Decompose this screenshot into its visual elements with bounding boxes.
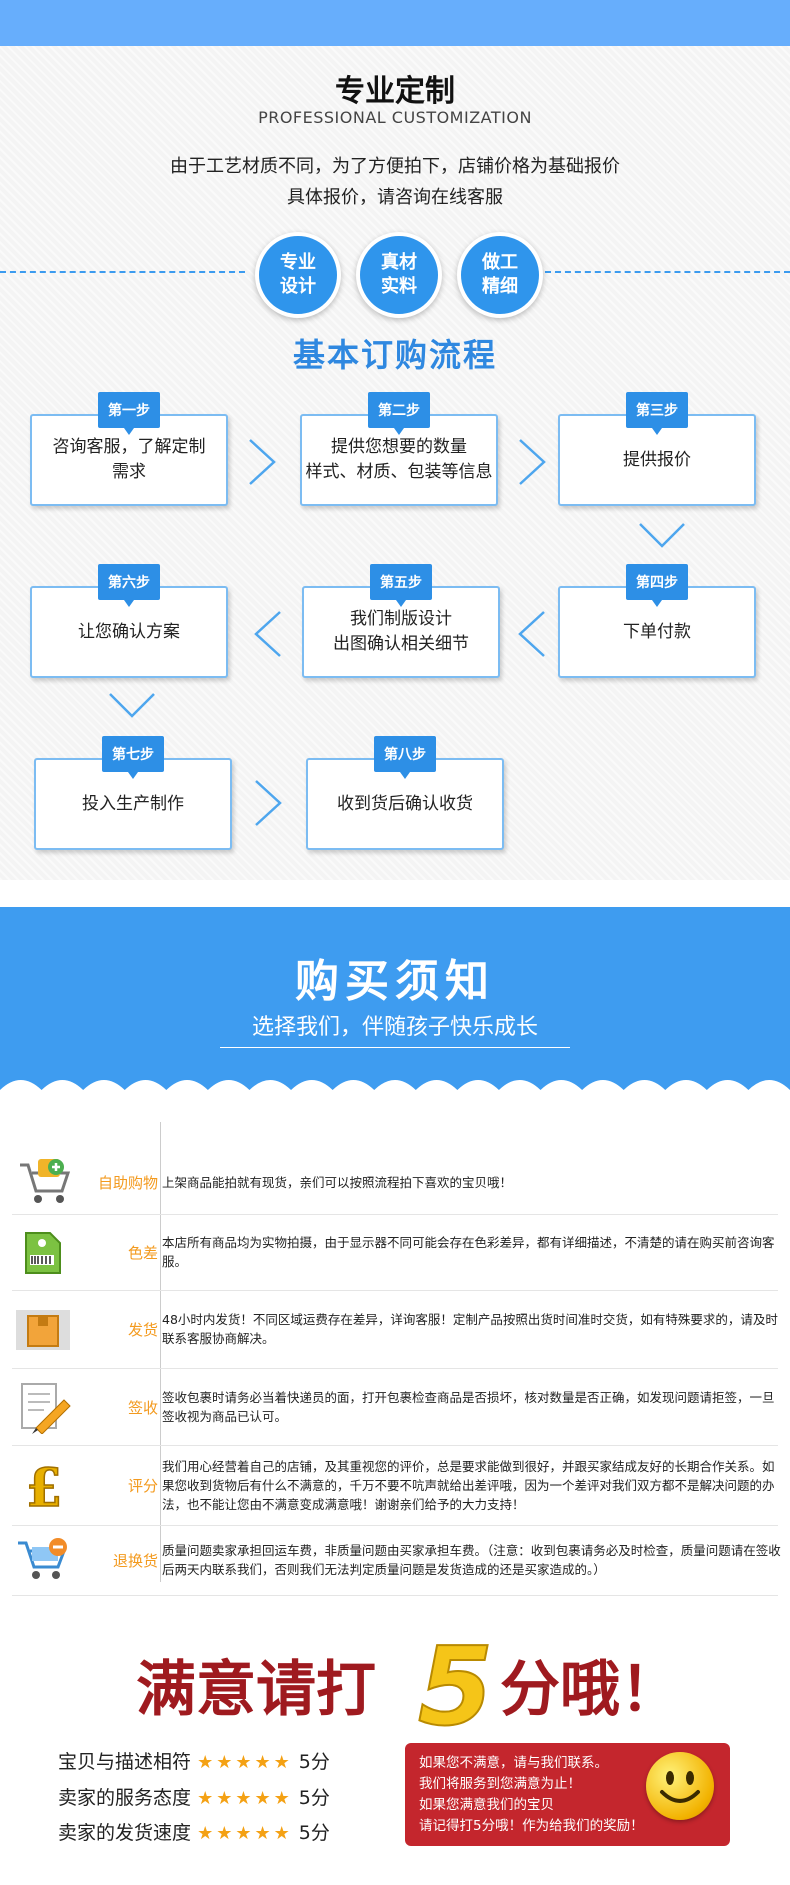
rating-row: 卖家的发货速度 ★★★★★ 5分 [58,1818,330,1845]
step-4-badge: 第四步 [626,564,688,607]
document-pencil-icon [12,1380,74,1435]
notice-title: 购买须知 [295,956,495,1007]
rating-score: 5分 [298,1787,330,1809]
star-icon: ★★★★★ [197,1788,293,1809]
contact-note-line: 如果您不满意，请与我们联系。 [419,1755,608,1771]
notice-label: 退换货 [112,1552,158,1570]
feature-genuine-materials: 真材 实料 [356,232,442,318]
package-box-icon [12,1302,74,1356]
notice-text: 本店所有商品均为实物拍摄，由于显示器不同可能会存在色彩差异，都有详细描述，不清楚… [162,1235,775,1269]
step-7-badge: 第七步 [102,736,164,779]
notice-label: 自助购物 [97,1174,158,1192]
contact-note-line: 请记得打5分哦！作为给我们的奖励！ [419,1818,644,1834]
notice-text: 上架商品能拍就有现货，亲们可以按照流程拍下喜欢的宝贝哦！ [162,1175,513,1190]
rating-score: 5分 [298,1751,330,1773]
page-subtitle: PROFESSIONAL CUSTOMIZATION [258,108,532,127]
rating-headline: 满意请打 5 分哦！ [136,1630,680,1740]
arrow-right-icon [255,780,282,826]
top-bar [0,0,790,46]
rating-label: 宝贝与描述相符 [58,1751,192,1773]
step-8-badge: 第八步 [374,736,436,779]
divider-left [0,271,245,273]
smiley-face-icon [646,1752,714,1820]
notice-banner [0,907,790,1097]
step-1-box: 咨询客服，了解定制 需求 [30,414,228,506]
intro-line-2: 具体报价，请咨询在线客服 [287,187,503,208]
intro-line-1: 由于工艺材质不同，为了方便拍下，店铺价格为基础报价 [170,156,620,177]
feature-fine-workmanship: 做工 精细 [457,232,543,318]
notice-row: 退换货质量问题卖家承担回运车费，非质量问题由买家承担车费。（注意：收到包裹请务必… [12,1525,781,1596]
row-divider-vertical [160,1122,161,1582]
price-tag-icon [12,1225,74,1279]
shopping-cart-remove-icon [12,1533,74,1587]
pound-sign-icon: £ [12,1457,74,1520]
contact-note-line: 如果您满意我们的宝贝 [419,1797,554,1813]
notice-text: 质量问题卖家承担回运车费，非质量问题由买家承担车费。（注意：收到包裹请务必及时检… [162,1543,781,1577]
notice-row: 自助购物上架商品能拍就有现货，亲们可以按照流程拍下喜欢的宝贝哦！ [12,1150,778,1215]
rating-label: 卖家的发货速度 [58,1822,192,1844]
step-1-badge: 第一步 [98,392,160,435]
notice-text: 我们用心经营着自己的店铺，及其重视您的评价，总是要求能做到很好，并跟买家结成友好… [162,1459,775,1512]
rating-row: 卖家的服务态度 ★★★★★ 5分 [58,1783,330,1810]
step-3-badge: 第三步 [626,392,688,435]
star-icon: ★★★★★ [197,1823,293,1844]
notice-label: 评分 [127,1477,158,1495]
notice-row: 签收签收包裹时请务必当着快递员的面，打开包裹检查商品是否损坏，核对数量是否正确，… [12,1368,778,1446]
flow-title: 基本订购流程 [292,336,497,374]
feature-professional-design: 专业 设计 [255,232,341,318]
rating-headline-pre: 满意请打 [136,1655,376,1725]
notice-row: £ 评分我们用心经营着自己的店铺，及其重视您的评价，总是要求能做到很好，并跟买家结… [12,1445,778,1526]
arrow-down-icon [109,693,155,718]
shopping-cart-add-icon [12,1155,74,1209]
svg-text:£: £ [26,1458,62,1512]
arrow-left-icon [518,611,545,657]
arrow-down-icon [639,523,685,548]
rating-headline-post: 分哦！ [500,1655,680,1725]
notice-row: 色差本店所有商品均为实物拍摄，由于显示器不同可能会存在色彩差异，都有详细描述，不… [12,1214,778,1291]
star-icon: ★★★★★ [197,1752,293,1773]
rating-headline-number: 5 [418,1630,493,1740]
rating-label: 卖家的服务态度 [58,1787,192,1809]
arrow-right-icon [249,439,276,485]
notice-subtitle: 选择我们，伴随孩子快乐成长 [220,1009,570,1048]
rating-row: 宝贝与描述相符 ★★★★★ 5分 [58,1747,330,1774]
arrow-right-icon [519,439,546,485]
contact-note-line: 我们将服务到您满意为止！ [419,1776,581,1792]
notice-text: 48小时内发货！不同区域运费存在差异，详询客服！定制产品按照出货时间准时交货，如… [162,1312,778,1346]
notice-label: 色差 [127,1244,158,1262]
step-6-badge: 第六步 [98,564,160,607]
step-2-badge: 第二步 [368,392,430,435]
arrow-left-icon [254,611,281,657]
wave-divider [0,1080,790,1110]
notice-label: 发货 [127,1321,158,1339]
page-title: 专业定制 [335,74,455,109]
notice-label: 签收 [127,1399,158,1417]
notice-text: 签收包裹时请务必当着快递员的面，打开包裹检查商品是否损坏，核对数量是否正确，如发… [162,1390,775,1424]
rating-score: 5分 [298,1822,330,1844]
step-5-badge: 第五步 [370,564,432,607]
divider-right [545,271,790,273]
